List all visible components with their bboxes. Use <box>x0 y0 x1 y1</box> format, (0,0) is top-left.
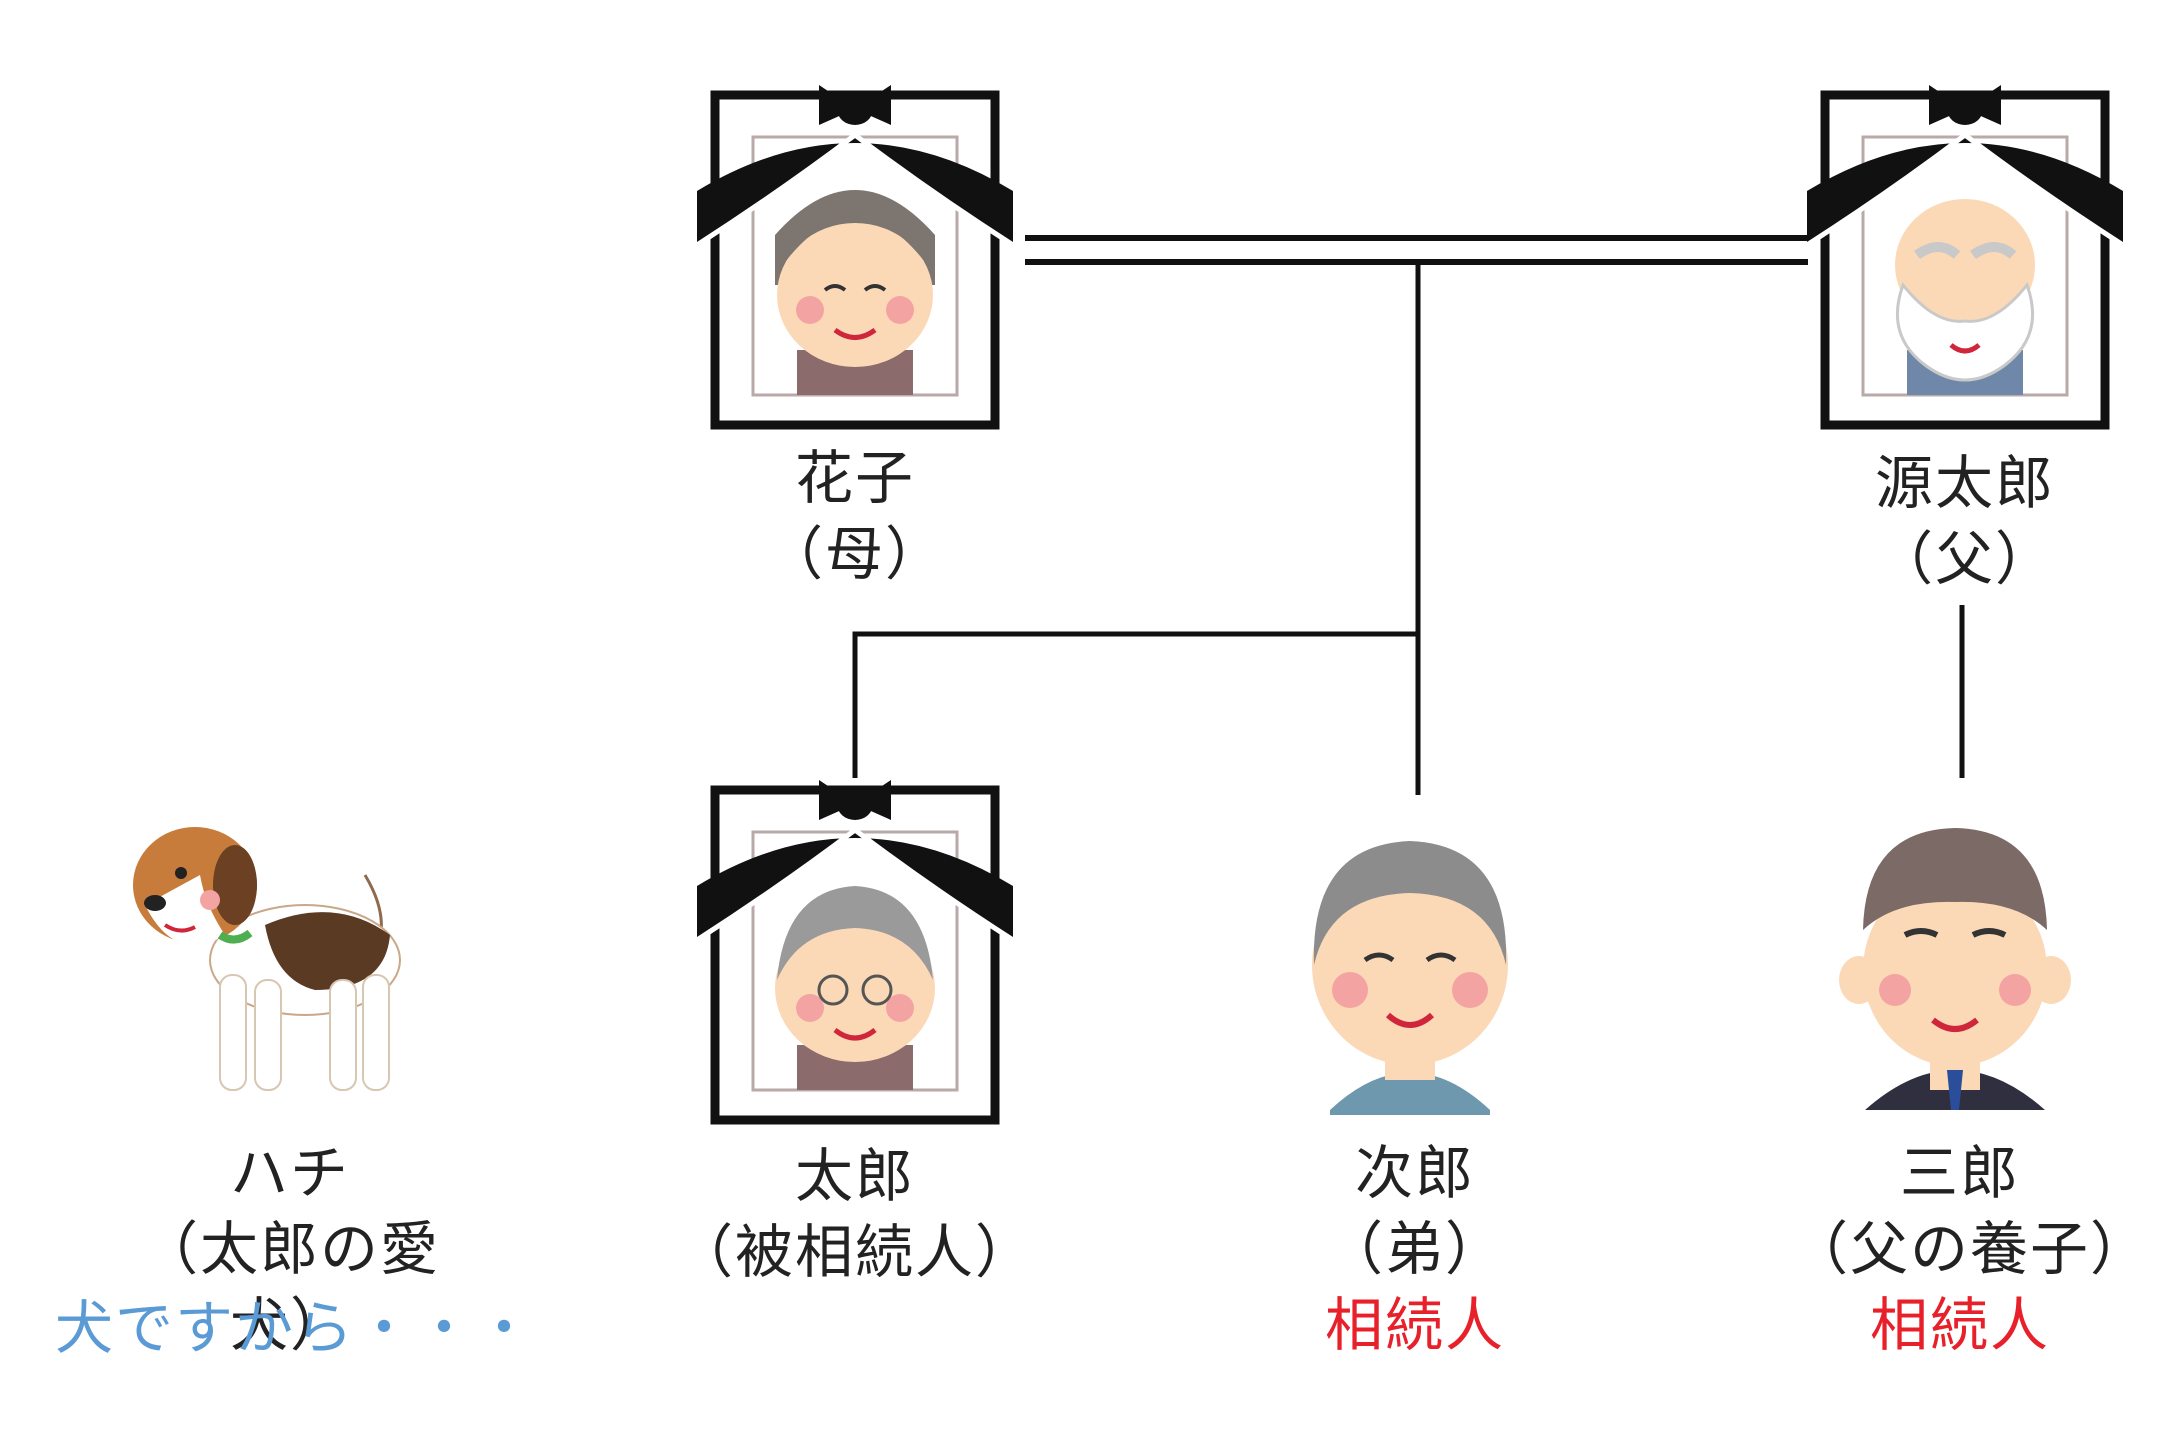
hachi-label: ハチ （太郎の愛犬） <box>95 1135 485 1363</box>
jiro-label: 次郎 （弟） 相続人 <box>1280 1135 1550 1363</box>
hachi-portrait <box>133 827 401 1091</box>
memorial-portrait-hanako <box>697 85 1013 425</box>
hanako-role: （母） <box>764 520 945 588</box>
gentaro-name: 源太郎 <box>1874 449 2055 517</box>
beagle-dog-icon <box>133 827 401 1091</box>
gentaro-role: （父） <box>1874 525 2055 593</box>
hachi-role: （太郎の愛犬） <box>139 1215 440 1359</box>
jiro-heir-status: 相続人 <box>1324 1291 1505 1359</box>
elderly-man-glasses-icon <box>775 886 935 1090</box>
taro-name: 太郎 <box>794 1142 915 1210</box>
marriage-line <box>1025 235 1808 265</box>
jiro-name: 次郎 <box>1354 1139 1475 1207</box>
taro-label: 太郎 （被相続人） <box>660 1138 1050 1290</box>
hachi-name: ハチ <box>229 1139 350 1207</box>
saburo-role: （父の養子） <box>1790 1215 2151 1283</box>
saburo-heir-status: 相続人 <box>1869 1291 2050 1359</box>
memorial-portrait-gentaro <box>1807 85 2123 425</box>
saburo-name: 三郎 <box>1899 1139 2020 1207</box>
saburo-label: 三郎 （父の養子） 相続人 <box>1790 1135 2151 1363</box>
memorial-portrait-taro <box>697 780 1013 1120</box>
jiro-portrait <box>1312 841 1508 1115</box>
man-in-suit-icon <box>1839 828 2071 1110</box>
descent-lines <box>852 262 1421 795</box>
hanako-name: 花子 <box>794 444 915 512</box>
saburo-portrait <box>1839 828 2071 1110</box>
jiro-role: （弟） <box>1324 1215 1505 1283</box>
elderly-man-icon <box>1312 841 1508 1115</box>
elderly-woman-icon <box>775 190 935 395</box>
gentaro-label: 源太郎 （父） <box>1835 445 2095 597</box>
taro-role: （被相続人） <box>674 1218 1035 1286</box>
hanako-label: 花子 （母） <box>725 440 985 592</box>
elderly-man-icon <box>1895 199 2035 395</box>
hachi-note: 犬ですから・・・ <box>55 1294 536 1362</box>
